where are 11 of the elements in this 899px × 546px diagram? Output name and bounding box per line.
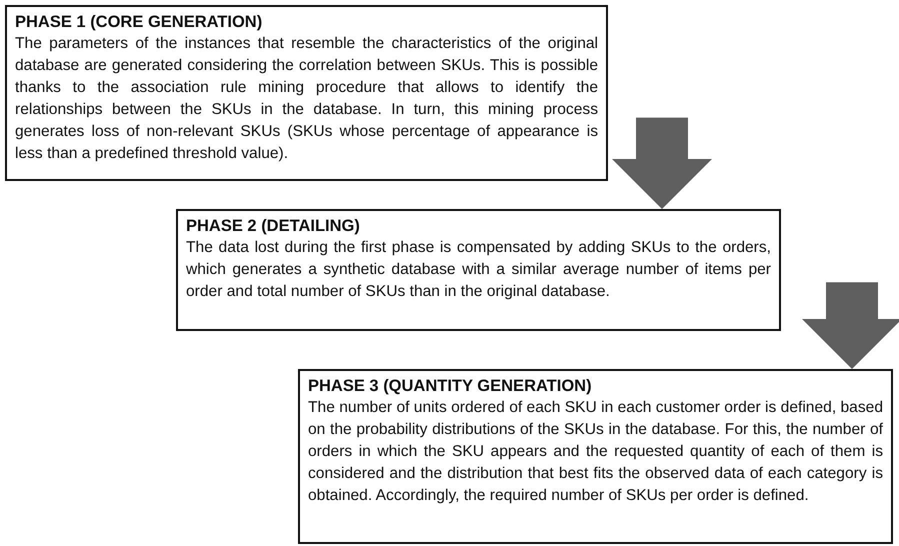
phase-heading: PHASE 3 (QUANTITY GENERATION) [308, 376, 593, 397]
block-arrow [802, 282, 899, 369]
phase-description: The number of units ordered of each SKU in each customer order is defined, based on the probability distributions of the SKUs in the database. For this, the number of orders in which the SKU appears and the requested quantity of each of them is considered and the distribution that best fits the observed data of each category is obtained. Accordingly, the required number of SKUs per order is defined. [308, 398, 883, 506]
phase-box [176, 209, 781, 331]
phase-description: The data lost during the first phase is compensated by adding SKUs to the orders, which generates a synthetic database with a similar average number of items per order and total number of SKUs than in the original database. [186, 238, 771, 302]
phase-heading: PHASE 2 (DETAILING) [186, 216, 361, 237]
block-arrow [612, 118, 712, 209]
phase-box [5, 5, 608, 181]
phase-description: The parameters of the instances that resemble the characteristics of the original database are generated considering the correlation between SKUs. This is possible thanks to the association rule mining procedure that allows to identify the relationships between the SKUs in the database. In turn, this mining process generates loss of non-relevant SKUs (SKUs whose percentage of appearance is less than a predefined threshold value). [15, 34, 598, 164]
phase-heading: PHASE 1 (CORE GENERATION) [15, 12, 264, 33]
phase-box [298, 369, 893, 544]
